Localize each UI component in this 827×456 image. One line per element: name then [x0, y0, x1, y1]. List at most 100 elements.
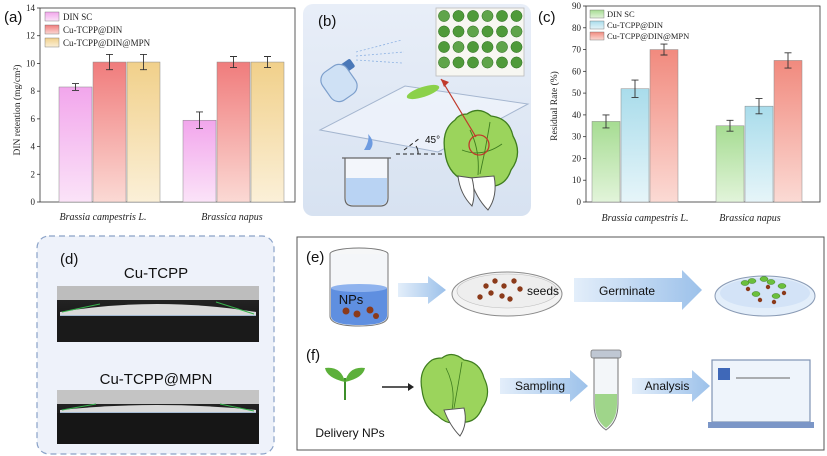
analysis-arrow — [632, 370, 710, 402]
germinate-arrow — [574, 270, 702, 310]
panel-a-error-1-3 — [140, 53, 147, 71]
leaf-disc-sample-24 — [510, 56, 523, 69]
panel-c-y-tick-label-6: 60 — [572, 66, 582, 76]
panel-a-y-tick-label-5: 10 — [26, 58, 36, 68]
panel-c-bars — [591, 49, 803, 203]
panel-b-label: (b) — [318, 13, 336, 30]
leaf-disc-sample-8 — [452, 25, 465, 38]
leaf-disc-sample-4 — [481, 10, 494, 22]
leaf-disc-sample-15 — [467, 41, 479, 53]
panel-c-error-1-1 — [602, 114, 610, 129]
panel-a-error-2-3 — [264, 56, 271, 69]
panel-c-bar-2-3 — [773, 60, 803, 203]
leaf-disc-sample-2 — [452, 10, 465, 22]
arrow-to-lettuce-head — [408, 383, 414, 391]
panel-a-error-1-1 — [72, 83, 79, 91]
panel-a-y-tick-label-4: 8 — [31, 86, 36, 96]
panel-a-bar-1-3 — [126, 61, 161, 203]
leaf-disc-sample-23 — [496, 56, 508, 69]
seedling-label: Delivery NPs — [315, 426, 384, 440]
panel-c-legend-swatch-3 — [589, 31, 605, 41]
panel-c-category-1: Brassia campestris L. — [602, 213, 689, 224]
panel-c-y-tick-label-1: 10 — [572, 175, 582, 185]
panel-a-category-2: Brassica napus — [201, 212, 263, 223]
leaf-disc-photo — [435, 7, 525, 77]
panel-a-legend-2: Cu-TCPP@DIN — [63, 25, 123, 35]
sprout-dish-icon — [714, 275, 816, 317]
panel-a-legend-swatch-3 — [44, 37, 60, 48]
panel-c-error-1-2 — [631, 79, 639, 98]
panel-c-error-bars — [602, 43, 792, 132]
panel-c-y-tick-label-9: 90 — [572, 1, 582, 11]
panel-a-error-1-2 — [106, 53, 113, 71]
panel-c-legend: DIN SC Cu-TCPP@DIN Cu-TCPP@DIN@MPN — [589, 9, 689, 41]
panel-e-label: (e) — [306, 249, 324, 266]
contact-angle-image-bottom — [57, 390, 259, 444]
leaf-disc-sample-21 — [467, 56, 479, 69]
panel-c: (c) Residual Rate (%) 010203040506070809… — [538, 1, 821, 224]
panel-c-bar-2-1 — [715, 125, 745, 203]
panel-a-error-bars — [72, 53, 271, 130]
panel-a-legend-1: DIN SC — [63, 12, 92, 22]
panel-c-ylabel: Residual Rate (%) — [549, 71, 560, 141]
panel-c-label: (c) — [538, 9, 556, 26]
panel-a-bar-1-2 — [92, 61, 127, 203]
panel-a-bars — [58, 61, 285, 203]
lettuce-small-icon — [420, 353, 489, 437]
contact-angle-image-top — [57, 286, 259, 342]
panel-c-y-tick-label-7: 70 — [572, 45, 582, 55]
leaf-disc-sample-18 — [510, 41, 523, 53]
panel-a-y-tick-label-6: 12 — [26, 31, 35, 41]
panel-c-legend-3: Cu-TCPP@DIN@MPN — [607, 31, 689, 41]
arrow-to-seeds — [398, 276, 446, 304]
panel-c-legend-swatch-1 — [589, 9, 605, 19]
leaf-disc-sample-17 — [496, 41, 508, 53]
panel-c-y-tick-label-0: 0 — [577, 197, 582, 207]
leaf-disc-sample-9 — [467, 25, 479, 38]
spray-bottle-icon — [320, 39, 405, 103]
leaf-disc-sample-1 — [438, 10, 450, 22]
panel-c-plot-frame — [585, 5, 821, 203]
panel-c-error-2-1 — [726, 119, 734, 132]
panel-b: (b) 45° — [303, 4, 531, 216]
panel-c-category-2: Brassica napus — [719, 213, 781, 224]
sample-tube-icon — [590, 349, 622, 431]
leaf-disc-sample-3 — [467, 10, 479, 22]
sampling-label: Sampling — [515, 379, 565, 393]
leaf-disc-sample-10 — [481, 25, 494, 38]
panel-c-y-tick-label-8: 80 — [572, 23, 582, 33]
panel-a-error-2-1 — [196, 111, 203, 130]
germinate-label: Germinate — [599, 284, 655, 298]
panel-f-label: (f) — [306, 347, 320, 364]
leaf-disc-sample-12 — [510, 25, 523, 38]
panel-c-legend-2: Cu-TCPP@DIN — [607, 20, 663, 30]
panel-c-bar-1-2 — [620, 88, 650, 203]
panel-c-y-tick-label-2: 20 — [572, 153, 582, 163]
leaf-disc-sample-22 — [481, 56, 494, 69]
sampling-arrow — [500, 370, 588, 402]
panel-a-label: (a) — [4, 9, 22, 26]
analysis-instrument-icon — [708, 359, 814, 428]
seed-dish-icon — [451, 271, 563, 317]
angle-marker — [396, 137, 448, 155]
panel-a-error-2-2 — [230, 56, 237, 69]
panel-a-category-1: Brassia campestris L. — [60, 212, 147, 223]
panel-ef: (e) NPs seeds Germinate — [296, 236, 825, 451]
panel-a-legend-swatch-2 — [44, 24, 60, 35]
leaf-disc-sample-19 — [438, 56, 450, 69]
panel-c-error-2-3 — [784, 52, 792, 69]
panel-d-label: (d) — [60, 251, 78, 268]
np-beaker-label: NPs — [339, 292, 364, 307]
panel-a-plot-frame — [39, 7, 296, 203]
leaf-disc-sample-14 — [452, 41, 465, 53]
panel-a-bar-2-2 — [216, 61, 251, 203]
panel-a-y-tick-label-2: 4 — [31, 142, 36, 152]
panel-a-legend-3: Cu-TCPP@DIN@MPN — [63, 38, 151, 48]
panel-a-bar-2-3 — [250, 61, 285, 203]
leaf-disc-sample-11 — [496, 25, 508, 38]
panel-c-error-1-3 — [660, 43, 668, 56]
leaf-disc-sample-16 — [481, 41, 494, 53]
